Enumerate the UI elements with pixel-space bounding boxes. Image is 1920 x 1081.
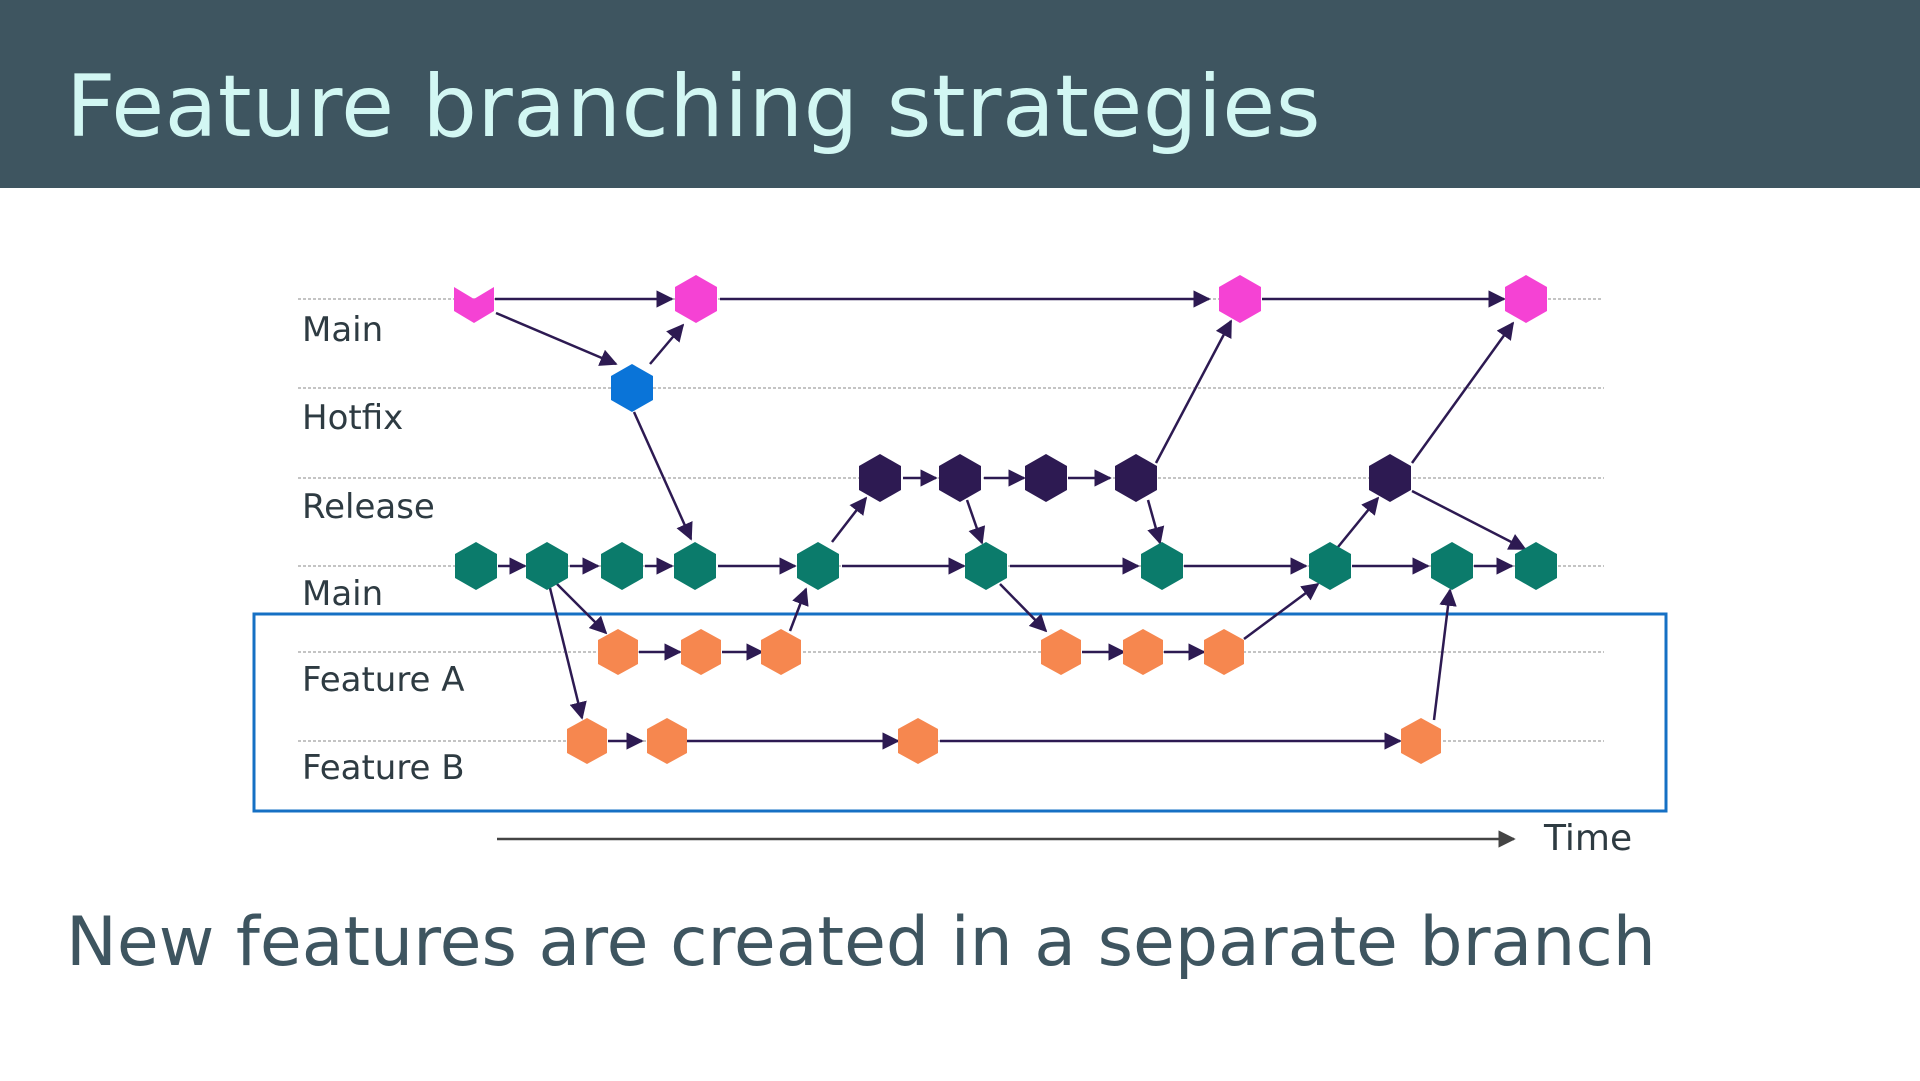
- arrow: [965, 499, 986, 545]
- lane-label-main: Main: [302, 574, 383, 614]
- hexagon-icon: [965, 542, 1007, 590]
- arrow: [1432, 588, 1457, 721]
- feature-highlight-box: [252, 612, 1668, 813]
- hexagon-icon: [455, 542, 497, 590]
- hexagon-icon: [1515, 542, 1557, 590]
- lane-label-hotfix: Hotfix: [302, 398, 403, 438]
- hexagon-icon: [454, 287, 494, 323]
- arrow: [632, 411, 693, 541]
- hexagon-icon: [567, 718, 607, 764]
- arrow: [1337, 496, 1380, 548]
- arrow: [1154, 319, 1233, 464]
- arrow: [556, 583, 608, 635]
- time-axis-label: Time: [1543, 818, 1632, 859]
- hexagon-icon: [598, 629, 638, 675]
- arrow: [788, 587, 809, 632]
- commit-nodes: [454, 275, 1557, 764]
- arrow: [1243, 582, 1320, 641]
- arrow: [649, 323, 685, 365]
- hexagon-icon: [1115, 454, 1157, 502]
- hexagon-icon: [1025, 454, 1067, 502]
- hexagon-icon: [1505, 275, 1547, 323]
- slide-subtitle: New features are created in a separate b…: [66, 903, 1656, 982]
- hexagon-icon: [526, 542, 568, 590]
- lane-label-release: Release: [302, 487, 435, 527]
- hexagon-icon: [939, 454, 981, 502]
- hexagon-icon: [611, 364, 653, 412]
- arrow: [999, 583, 1048, 633]
- hexagon-icon: [761, 629, 801, 675]
- lane-gridlines: [298, 298, 1604, 742]
- hexagon-icon: [1123, 629, 1163, 675]
- lane-label-main-top: Main: [302, 310, 383, 350]
- commit-arrows: [495, 290, 1527, 750]
- hexagon-icon: [1431, 542, 1473, 590]
- hexagon-icon: [1141, 542, 1183, 590]
- hexagon-icon: [1041, 629, 1081, 675]
- hexagon-icon: [647, 718, 687, 764]
- hexagon-icon: [674, 542, 716, 590]
- hexagon-icon: [898, 718, 938, 764]
- hexagon-icon: [601, 542, 643, 590]
- arrow: [1146, 499, 1165, 545]
- hexagon-icon: [1219, 275, 1261, 323]
- hexagon-icon: [681, 629, 721, 675]
- lane-label-feature-a: Feature A: [302, 660, 465, 700]
- arrow: [1410, 321, 1515, 464]
- hexagon-icon: [675, 275, 717, 323]
- hexagon-icon: [1204, 629, 1244, 675]
- hexagon-icon: [1401, 718, 1441, 764]
- title-bar: Feature branching strategies: [0, 0, 1920, 188]
- lane-label-feature-b: Feature B: [302, 748, 465, 788]
- arrow: [495, 311, 618, 366]
- arrow: [548, 587, 587, 720]
- arrow: [1411, 489, 1527, 551]
- hexagon-icon: [1369, 454, 1411, 502]
- slide-title: Feature branching strategies: [66, 57, 1321, 157]
- hexagon-icon: [1309, 542, 1351, 590]
- hexagon-icon: [859, 454, 901, 502]
- branching-diagram: Main Hotfix Release Main Feature A Featu…: [252, 275, 1668, 859]
- arrow: [831, 496, 868, 543]
- hexagon-icon: [797, 542, 839, 590]
